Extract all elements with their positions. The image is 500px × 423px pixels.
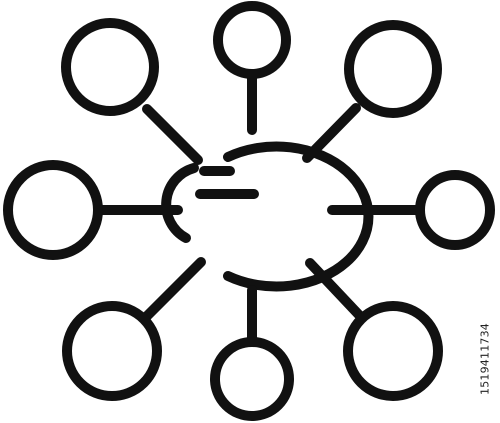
node-circle-top-left: [61, 18, 159, 116]
spoke-bottom-right: [305, 258, 365, 321]
node-circle-bottom-right: [343, 301, 443, 401]
hub-node-icon: [161, 141, 374, 292]
spoke-bottom-left: [142, 257, 206, 321]
node-circle-top: [213, 1, 291, 79]
hub-circle-arc-left: [161, 163, 199, 243]
spoke-top-right: [302, 103, 361, 163]
node-circle-top-right: [344, 20, 442, 118]
spoke-lines: [94, 69, 425, 343]
spoke-top-left: [142, 104, 203, 165]
stock-id-watermark: 1519411734: [474, 304, 496, 414]
node-circle-left: [3, 160, 103, 260]
stock-id-label: 1519411734: [478, 323, 492, 395]
node-circle-bottom: [210, 337, 294, 421]
hub-circle-arc-main: [223, 141, 374, 292]
node-circle-bottom-left: [62, 301, 162, 401]
outer-nodes: [3, 1, 495, 421]
node-circle-right: [415, 170, 495, 250]
